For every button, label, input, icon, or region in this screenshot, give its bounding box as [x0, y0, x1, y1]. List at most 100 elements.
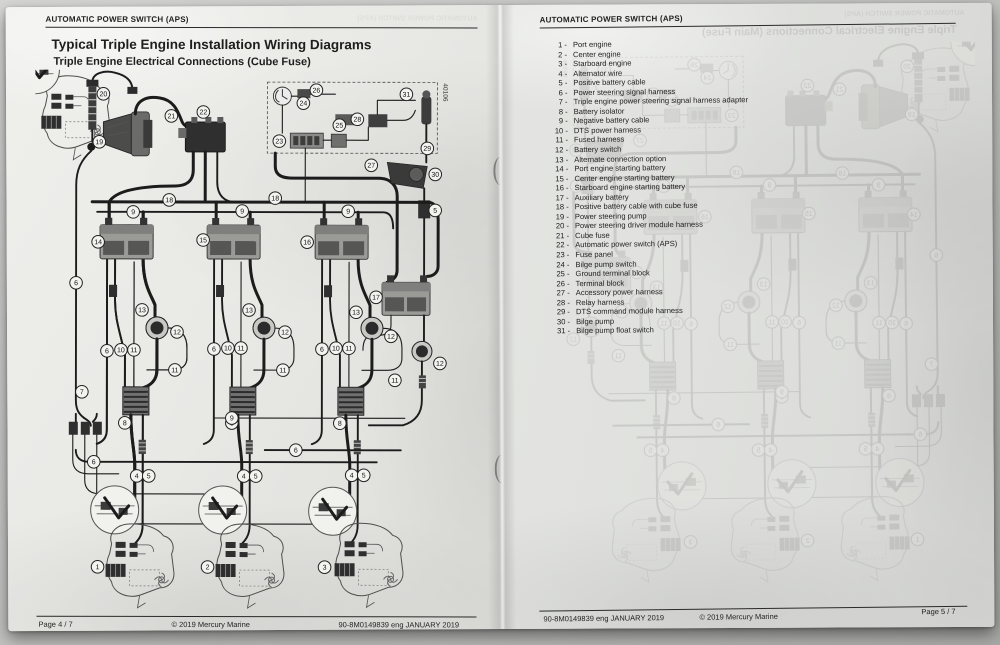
svg-text:5: 5	[254, 473, 258, 480]
svg-text:6: 6	[212, 346, 216, 353]
callout-27: 27	[364, 158, 379, 173]
driver-module-harness	[88, 86, 97, 130]
svg-text:18: 18	[271, 196, 279, 203]
svg-text:23: 23	[275, 139, 283, 146]
callout-11: 11	[342, 341, 356, 356]
callout-10: 10	[221, 341, 235, 355]
svg-text:11: 11	[171, 367, 178, 374]
accessory-panel-box	[266, 81, 438, 203]
callout-6: 6	[288, 443, 303, 457]
staple-top	[493, 156, 508, 186]
callout-10: 10	[329, 341, 343, 356]
svg-text:30: 30	[431, 172, 439, 179]
terminal-block	[297, 89, 311, 99]
outboard-engine-shape	[41, 75, 111, 161]
auxiliary-battery	[381, 275, 431, 316]
callout-10: 10	[114, 343, 128, 357]
footer-copyright-left: © 2019 Mercury Marine	[171, 619, 250, 630]
callout-5: 5	[141, 469, 156, 483]
footer-page-right: Page 5 / 7	[921, 606, 956, 617]
svg-text:28: 28	[353, 117, 361, 124]
footer-rule-left	[36, 615, 477, 618]
starboard-engine	[333, 522, 404, 608]
callout-30: 30	[428, 167, 443, 182]
svg-text:1: 1	[96, 564, 100, 571]
svg-text:6: 6	[105, 348, 109, 355]
callout-4: 4	[344, 468, 359, 483]
callout-21: 21	[164, 109, 179, 123]
callout-7: 7	[75, 384, 89, 399]
callout-13: 13	[349, 305, 363, 320]
page-title: Typical Triple Engine Installation Wirin…	[51, 36, 372, 53]
svg-text:6: 6	[320, 347, 324, 354]
callout-19: 19	[92, 135, 107, 149]
callout-9: 9	[341, 204, 355, 219]
callout-28: 28	[350, 112, 365, 127]
svg-text:21: 21	[167, 113, 175, 120]
callout-29: 29	[420, 141, 435, 156]
bilge-pump-float-switch	[421, 96, 432, 125]
page-left: AUTOMATIC POWER SWITCH (APS) AUTOMATIC P…	[5, 5, 502, 632]
svg-text:7: 7	[80, 389, 84, 396]
staple-bottom	[494, 454, 509, 484]
callout-12: 12	[433, 356, 447, 371]
callout-6: 6	[86, 454, 101, 469]
page-header-right: AUTOMATIC POWER SWITCH (APS)	[539, 13, 683, 25]
svg-text:6: 6	[92, 459, 96, 466]
svg-text:6: 6	[74, 280, 78, 287]
callout-13: 13	[135, 303, 149, 317]
svg-text:10: 10	[224, 345, 232, 352]
manual-spread: AUTOMATIC POWER SWITCH (APS) AUTOMATIC P…	[5, 2, 995, 632]
svg-text:4: 4	[350, 473, 354, 480]
svg-text:4: 4	[135, 473, 139, 480]
callout-2: 2	[200, 560, 215, 574]
callout-25: 25	[332, 118, 347, 133]
callout-11: 11	[168, 363, 182, 377]
bilge-pump	[386, 161, 428, 189]
svg-text:5: 5	[433, 208, 437, 215]
svg-text:5: 5	[147, 473, 151, 480]
page-right: Triple Engine Electrical Connections (Ma…	[498, 2, 995, 629]
svg-text:29: 29	[423, 146, 431, 153]
callout-11: 11	[276, 363, 290, 377]
callout-15: 15	[196, 233, 210, 247]
callout-4: 4	[129, 469, 144, 483]
svg-text:11: 11	[130, 347, 137, 354]
svg-text:11: 11	[237, 345, 244, 352]
figure-number: 40106	[441, 83, 448, 101]
svg-text:11: 11	[345, 346, 352, 353]
svg-text:18: 18	[165, 197, 173, 204]
footer-copyright-right: © 2019 Mercury Marine	[699, 611, 778, 622]
callout-6: 6	[69, 275, 83, 290]
callout-26: 26	[309, 83, 324, 97]
svg-text:12: 12	[173, 329, 181, 336]
callout-11: 11	[234, 341, 248, 355]
callout-17: 17	[369, 290, 383, 305]
svg-text:13: 13	[352, 310, 360, 317]
svg-text:26: 26	[312, 88, 320, 95]
svg-text:8: 8	[338, 421, 342, 428]
svg-text:12: 12	[281, 330, 289, 337]
callout-16: 16	[300, 235, 314, 249]
svg-text:5: 5	[362, 473, 366, 480]
signal-harness-adapter	[68, 412, 102, 435]
svg-text:13: 13	[245, 307, 253, 314]
callout-1: 1	[90, 560, 105, 574]
svg-text:19: 19	[95, 139, 103, 146]
callout-24: 24	[296, 96, 311, 110]
footer-doc-left: 90-8M0149839 eng JANUARY 2019	[338, 620, 460, 630]
svg-text:14: 14	[94, 239, 102, 246]
svg-text:6: 6	[294, 448, 298, 455]
svg-text:15: 15	[199, 237, 207, 244]
cube-fuse	[178, 127, 187, 138]
callout-5: 5	[428, 203, 442, 218]
callout-8: 8	[118, 416, 132, 430]
page-subtitle: Triple Engine Electrical Connections (Cu…	[53, 55, 311, 69]
callout-14: 14	[91, 235, 105, 249]
callout-8: 8	[333, 416, 347, 431]
svg-text:12: 12	[387, 334, 395, 341]
svg-text:24: 24	[299, 101, 307, 108]
